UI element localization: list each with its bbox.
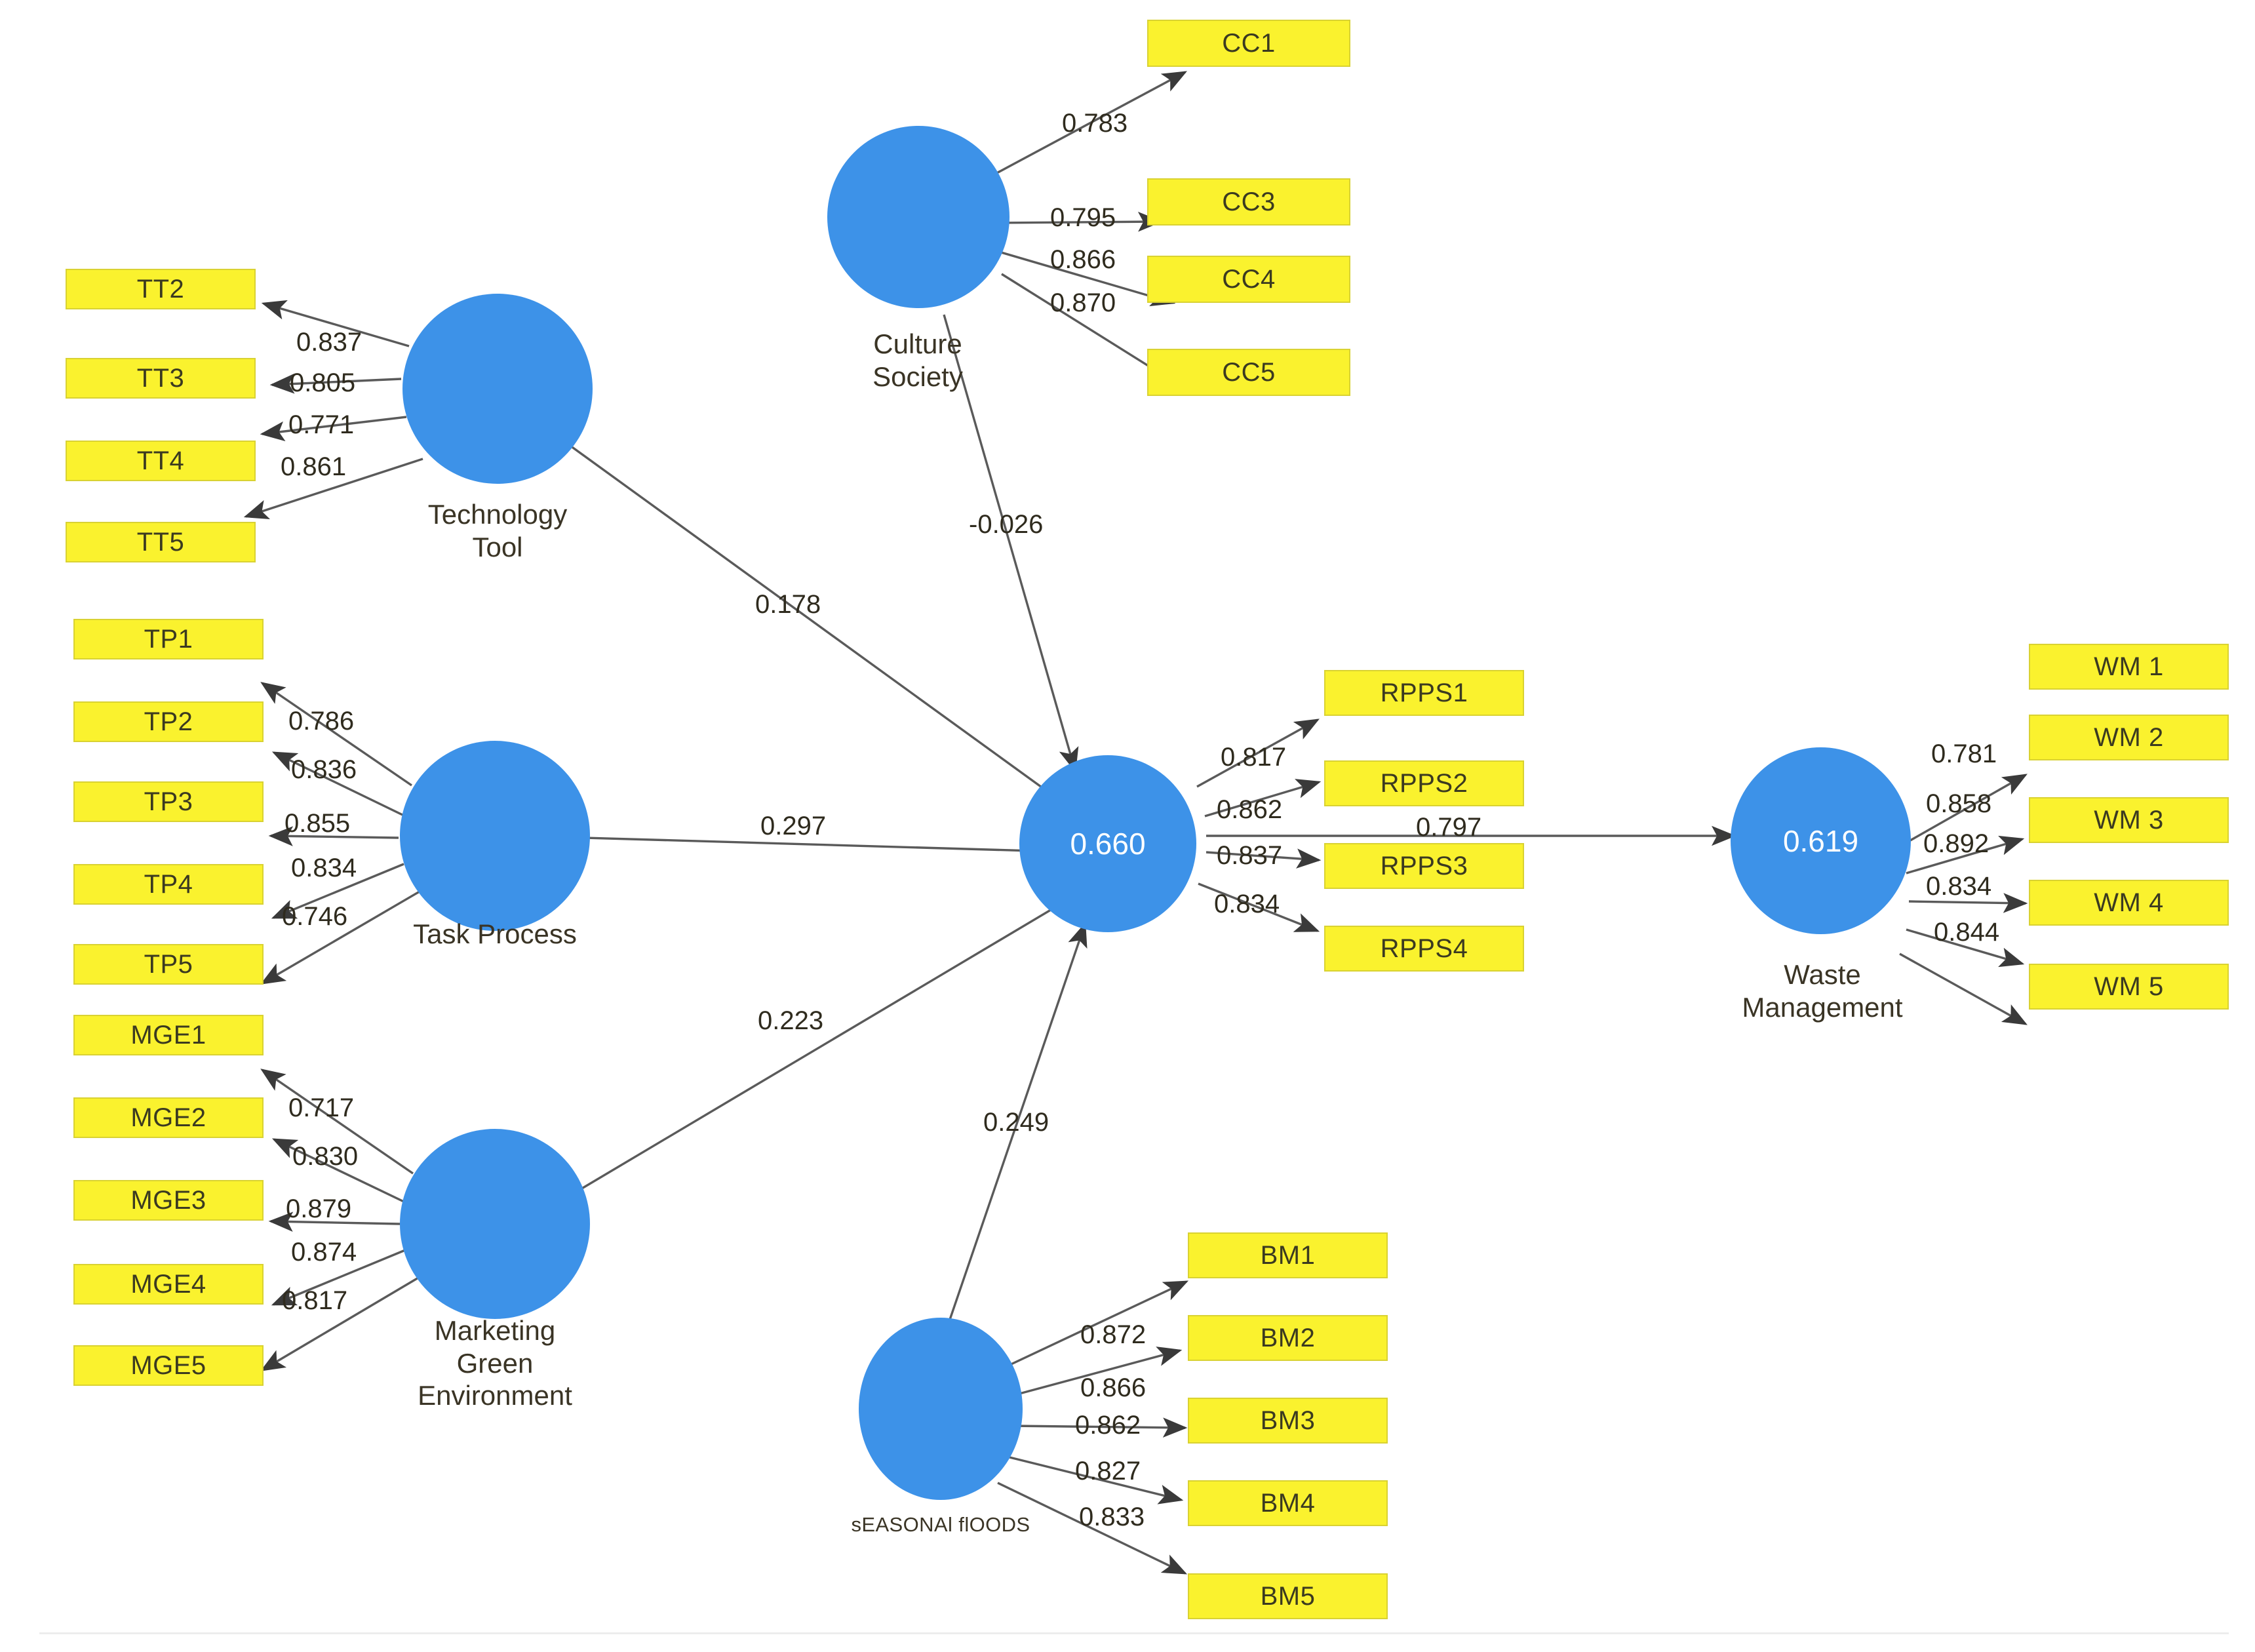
latent-culture-society[interactable]	[827, 126, 1010, 308]
indicator-box[interactable]: TP5	[73, 944, 264, 985]
indicator-box[interactable]: CC5	[1147, 349, 1350, 396]
loading-label: 0.866	[1080, 1373, 1147, 1402]
loading-label: 0.827	[1075, 1457, 1141, 1485]
latent-label-culture-society: Culture Society	[873, 328, 963, 392]
indicator-box[interactable]: RPPS2	[1324, 760, 1524, 806]
indicator-box[interactable]: TP4	[73, 864, 264, 905]
latent-label-technology-tool: Technology Tool	[427, 499, 568, 562]
path-coefficient-label: 0.223	[758, 1006, 824, 1035]
path-coefficient-label: 0.297	[760, 812, 827, 840]
loading-label: 0.817	[1221, 743, 1287, 772]
indicator-box[interactable]: WM 2	[2029, 715, 2229, 760]
loading-label: 0.771	[288, 410, 355, 439]
indicator-box[interactable]: MGE4	[73, 1264, 264, 1305]
loading-label: 0.781	[1931, 739, 1997, 768]
indicator-box[interactable]: TT3	[66, 358, 256, 399]
loading-label: 0.834	[1214, 890, 1280, 918]
loading-label: 0.862	[1217, 795, 1283, 824]
loading-label: 0.858	[1926, 789, 1992, 818]
indicator-box[interactable]: MGE3	[73, 1180, 264, 1221]
indicator-box[interactable]: BM3	[1188, 1398, 1388, 1444]
indicator-box[interactable]: CC3	[1147, 178, 1350, 226]
indicator-box[interactable]: CC4	[1147, 256, 1350, 303]
indicator-box[interactable]: WM 3	[2029, 797, 2229, 843]
footer-divider	[39, 1632, 2229, 1634]
indicator-box[interactable]: TT4	[66, 441, 256, 481]
indicator-box[interactable]: BM1	[1188, 1232, 1388, 1278]
indicator-box[interactable]: TT2	[66, 269, 256, 309]
loading-label: 0.746	[282, 902, 348, 931]
latent-label-marketing-green-environment: Marketing Green Environment	[418, 1315, 572, 1411]
loading-label: 0.861	[281, 452, 347, 481]
loading-label: 0.837	[296, 328, 363, 357]
loading-label: 0.866	[1050, 245, 1116, 274]
indicator-box[interactable]: RPPS3	[1324, 843, 1524, 889]
latent-technology-tool[interactable]	[402, 294, 593, 484]
loading-label: 0.795	[1050, 203, 1116, 232]
loading-label: 0.834	[291, 854, 357, 882]
indicator-box[interactable]: WM 5	[2029, 964, 2229, 1010]
indicator-box[interactable]: TP2	[73, 701, 264, 742]
latent-waste-management[interactable]: 0.619	[1731, 747, 1911, 934]
indicator-box[interactable]: WM 4	[2029, 880, 2229, 926]
latent-label-task-process: Task Process	[413, 918, 577, 949]
latent-seasonal-floods[interactable]	[859, 1318, 1023, 1500]
indicator-box[interactable]: BM4	[1188, 1480, 1388, 1526]
loading-label: 0.870	[1050, 288, 1116, 317]
loading-label: 0.830	[292, 1142, 359, 1171]
indicator-box[interactable]: MGE5	[73, 1345, 264, 1386]
indicator-box[interactable]: MGE1	[73, 1015, 264, 1055]
loading-label: 0.837	[1217, 841, 1283, 870]
latent-task-process[interactable]	[400, 741, 590, 931]
loading-label: 0.855	[284, 809, 351, 838]
indicator-box[interactable]: WM 1	[2029, 644, 2229, 690]
loading-label: 0.786	[288, 707, 355, 736]
loading-label: 0.879	[286, 1194, 352, 1223]
latent-label-seasonal-floods: sEASONAl flOODS	[851, 1513, 1030, 1536]
latent-rpps[interactable]: 0.660	[1019, 755, 1196, 932]
latent-label-waste-management: Waste Management	[1742, 959, 1903, 1023]
loading-label: 0.836	[291, 755, 357, 784]
indicator-box[interactable]: TP3	[73, 781, 264, 822]
loading-label: 0.817	[282, 1286, 348, 1315]
loading-label: 0.874	[291, 1238, 357, 1267]
loading-label: 0.872	[1080, 1320, 1147, 1349]
indicator-box[interactable]: RPPS4	[1324, 926, 1524, 972]
indicator-box[interactable]: TP1	[73, 619, 264, 659]
indicator-box[interactable]: BM5	[1188, 1573, 1388, 1619]
loading-label: 0.717	[288, 1093, 355, 1122]
path-coefficient-label: -0.026	[969, 510, 1044, 539]
loading-label: 0.833	[1079, 1503, 1145, 1531]
loading-label: 0.834	[1926, 872, 1992, 901]
indicator-box[interactable]: BM2	[1188, 1315, 1388, 1361]
path-coefficient-label: 0.797	[1416, 813, 1482, 842]
indicator-box[interactable]: TT5	[66, 522, 256, 562]
indicator-box[interactable]: MGE2	[73, 1097, 264, 1138]
loading-label: 0.862	[1075, 1411, 1141, 1440]
loading-label: 0.805	[290, 368, 356, 397]
path-coefficient-label: 0.249	[983, 1108, 1049, 1137]
path-coefficient-label: 0.178	[755, 590, 821, 619]
loading-label: 0.844	[1934, 918, 2000, 947]
indicator-box[interactable]: RPPS1	[1324, 670, 1524, 716]
loading-label: 0.892	[1923, 829, 1990, 858]
indicator-box[interactable]: CC1	[1147, 20, 1350, 67]
loading-label: 0.783	[1062, 109, 1128, 138]
latent-marketing-green-environment[interactable]	[400, 1129, 590, 1319]
